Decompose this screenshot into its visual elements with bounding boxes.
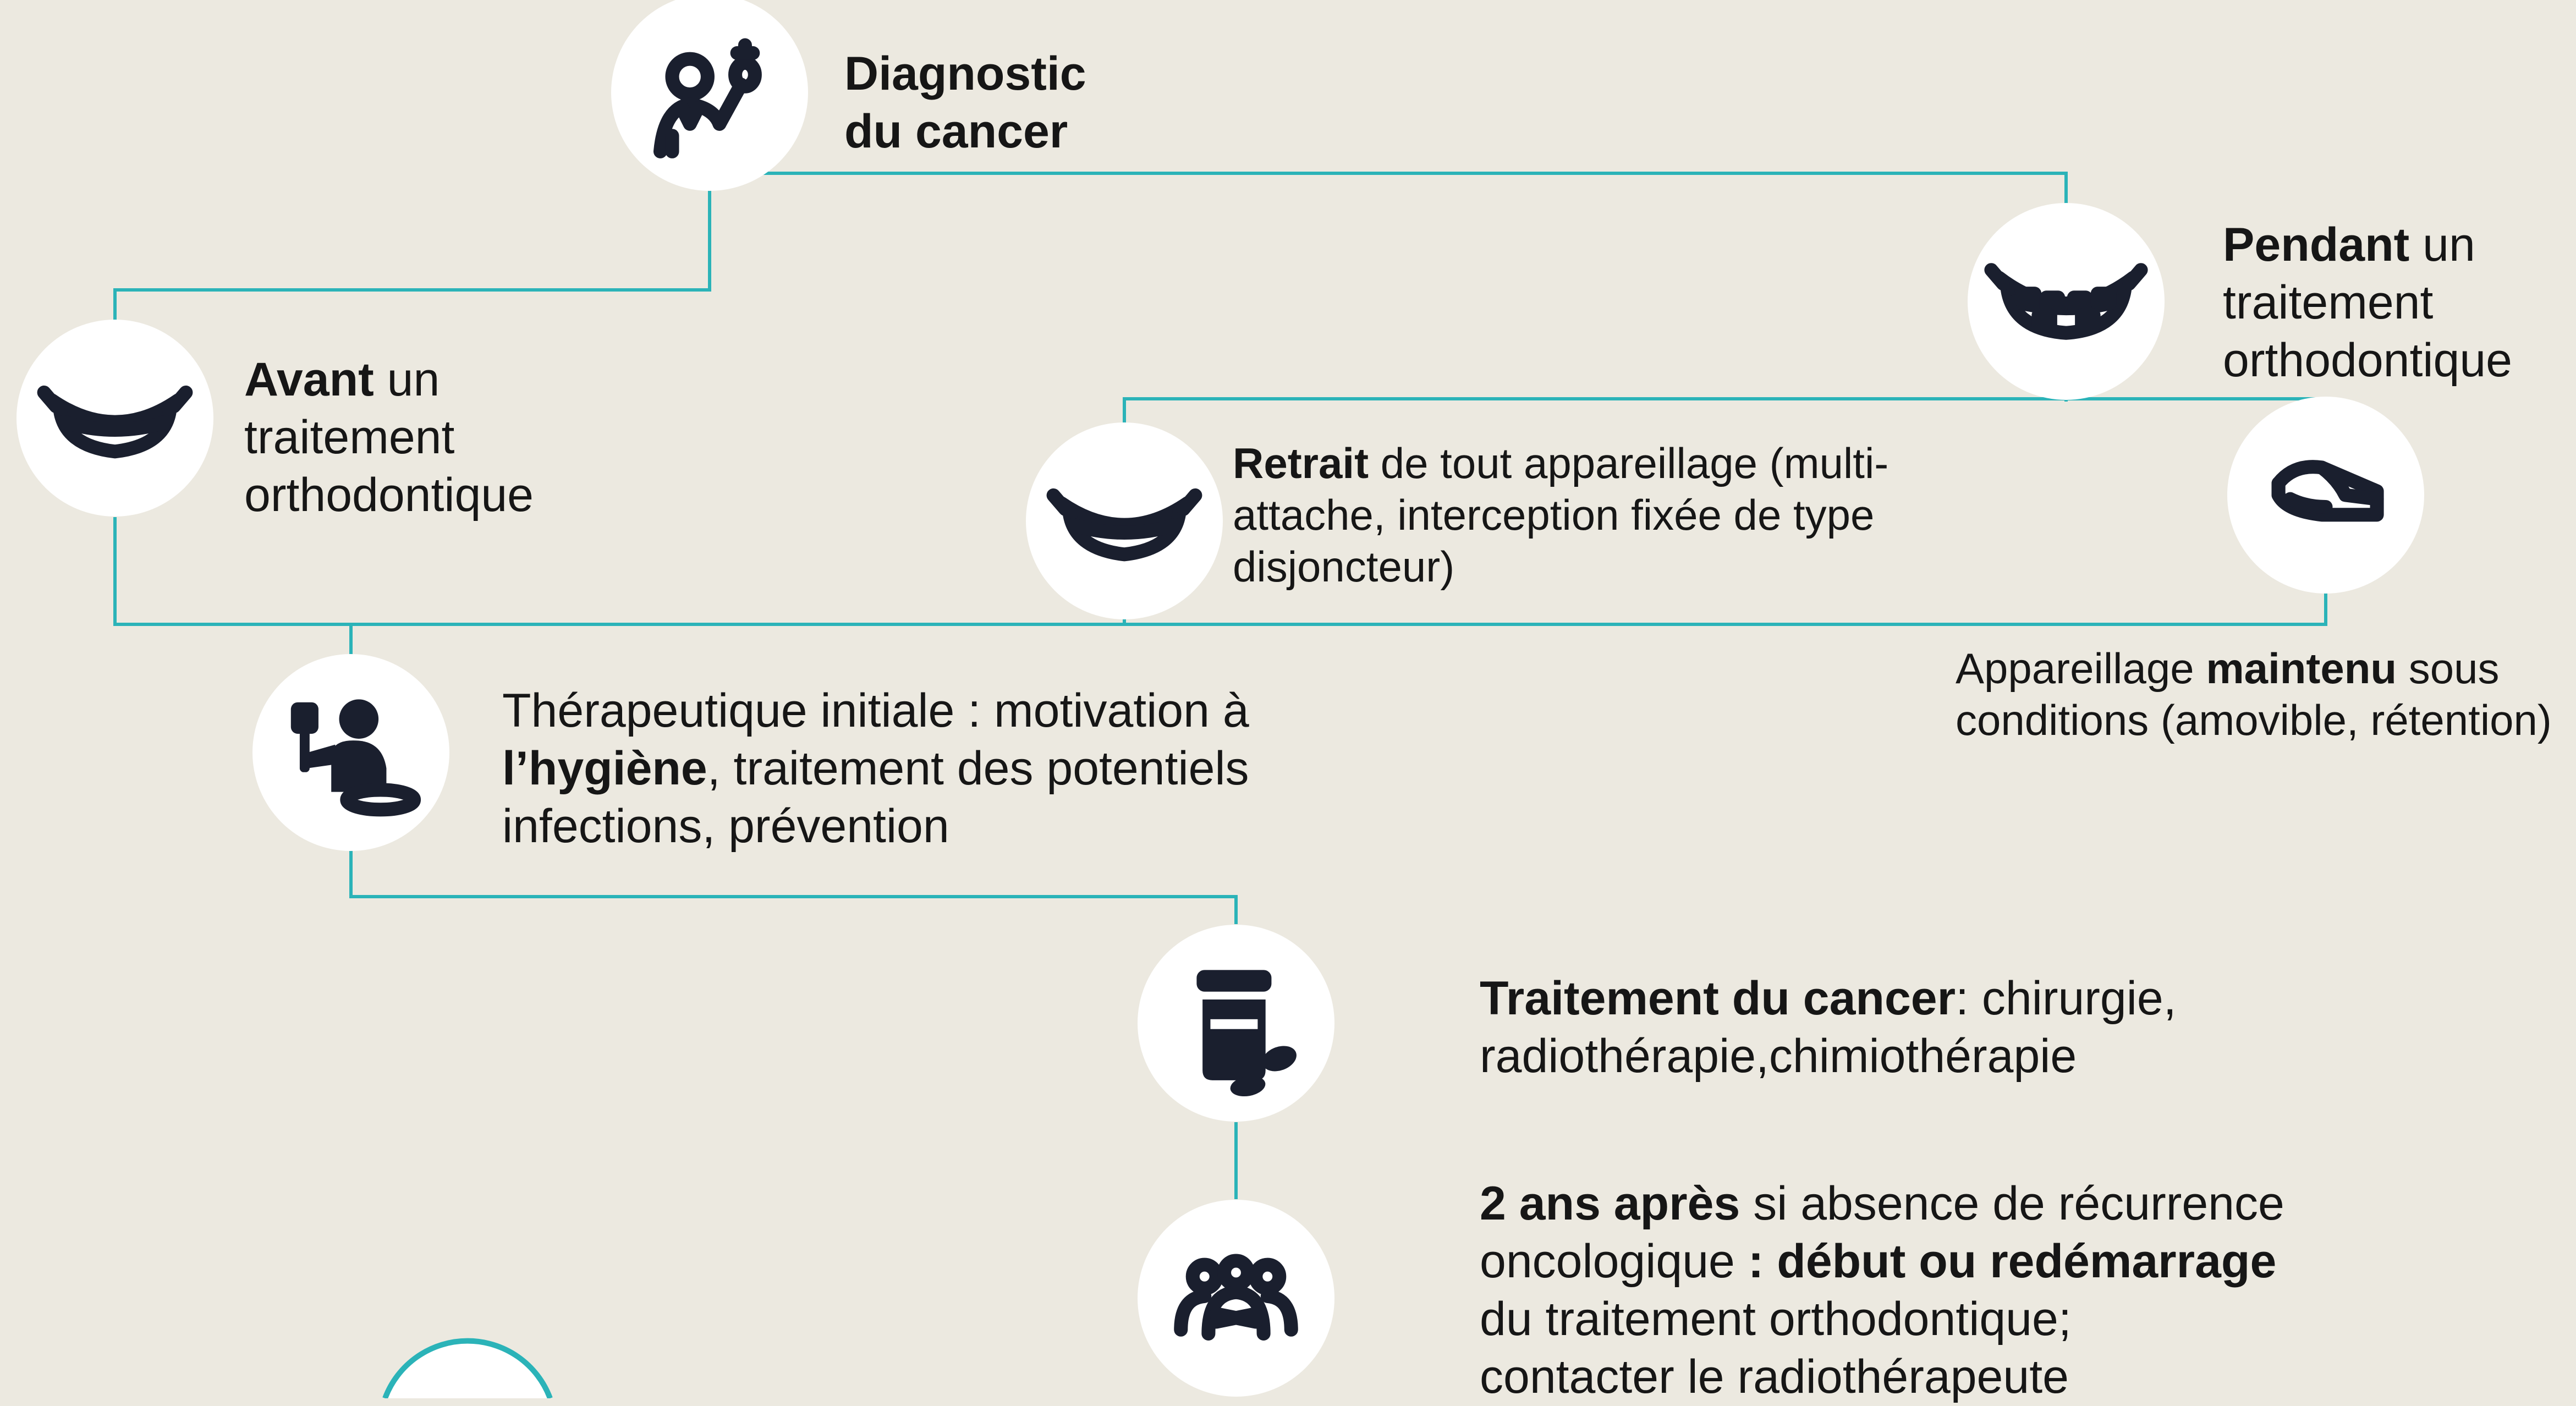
medication-icon	[1196, 970, 1297, 1097]
smile-icon	[37, 385, 193, 459]
therapeutique-label: Thérapeutique initiale : motivation à l’…	[502, 684, 1249, 853]
avant-label: Avant un traitement orthodontique	[244, 353, 534, 521]
retainer-icon	[2271, 460, 2384, 522]
pendant-node	[1968, 203, 2165, 400]
retrait-label: Retrait de tout appareillage (multi- att…	[1233, 439, 1889, 591]
team-icon	[1174, 1254, 1298, 1341]
traitement-node	[1138, 925, 1334, 1122]
pendant-label: Pendant un traitement orthodontique	[2223, 218, 2512, 387]
therapeutique-node	[252, 654, 449, 851]
smile-icon	[1046, 488, 1202, 562]
braces-icon	[1984, 263, 2148, 340]
deux-ans-label: 2 ans après si absence de récurrence onc…	[1480, 1177, 2284, 1403]
traitement-label: Traitement du cancer: chirurgie, radioth…	[1480, 972, 2177, 1083]
avant-node	[17, 320, 213, 517]
deux-ans-node	[1138, 1200, 1334, 1397]
appareillage-node	[2227, 397, 2424, 594]
doctor-icon	[653, 38, 762, 158]
diagnostic-node	[611, 0, 808, 191]
appareillage-label: Appareillage maintenu sous conditions (a…	[1956, 644, 2552, 744]
retrait-node	[1026, 422, 1223, 619]
hygiene-icon	[290, 699, 421, 817]
